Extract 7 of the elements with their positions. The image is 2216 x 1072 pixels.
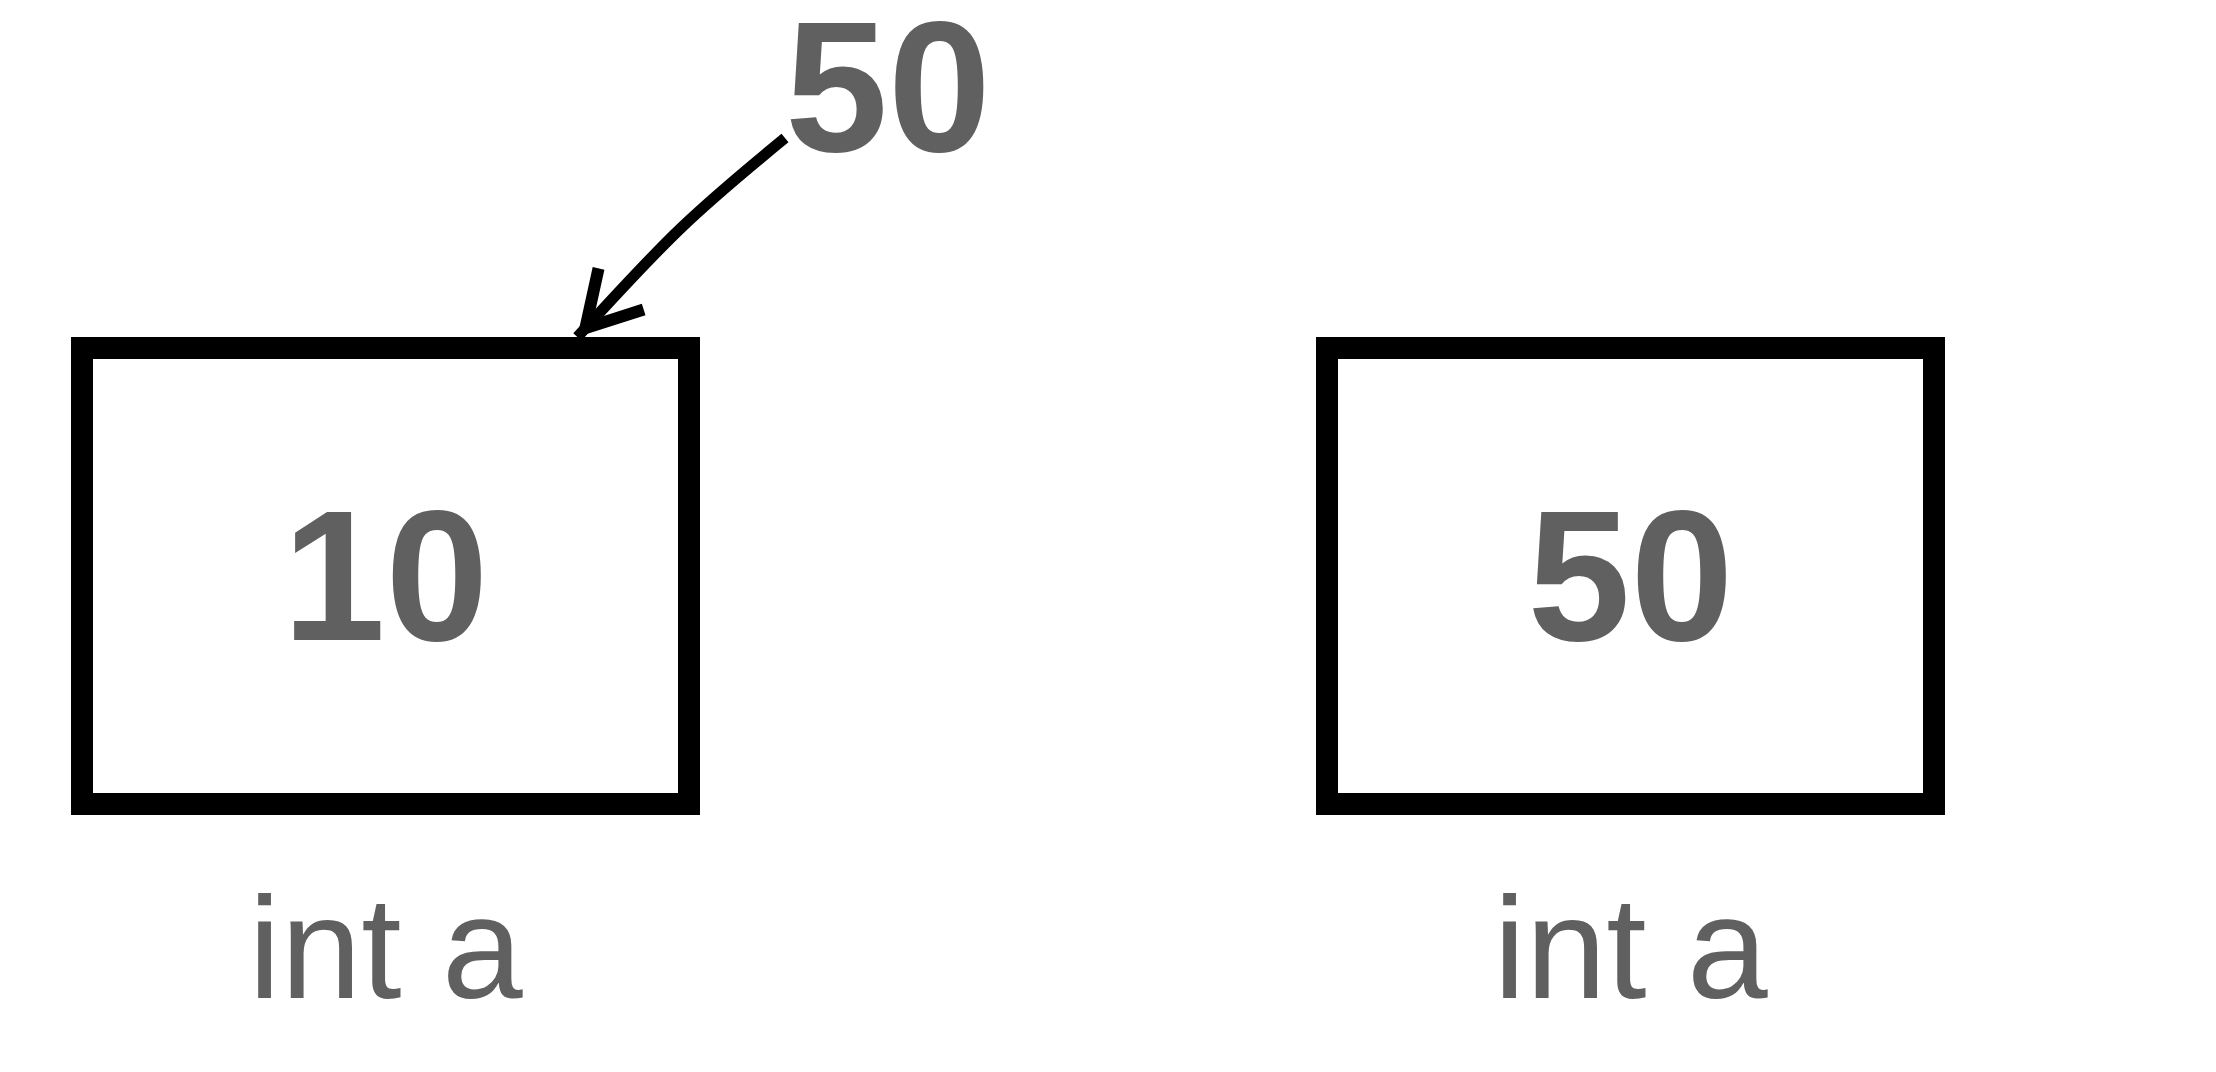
value-text: 10 [282,483,489,669]
value-text: 50 [785,4,991,171]
variable-label: int a [248,876,523,1021]
variable-label: int a [1493,876,1768,1021]
value-text: 50 [1527,483,1734,669]
variable-box [1316,337,1945,815]
variable-box [71,337,700,815]
